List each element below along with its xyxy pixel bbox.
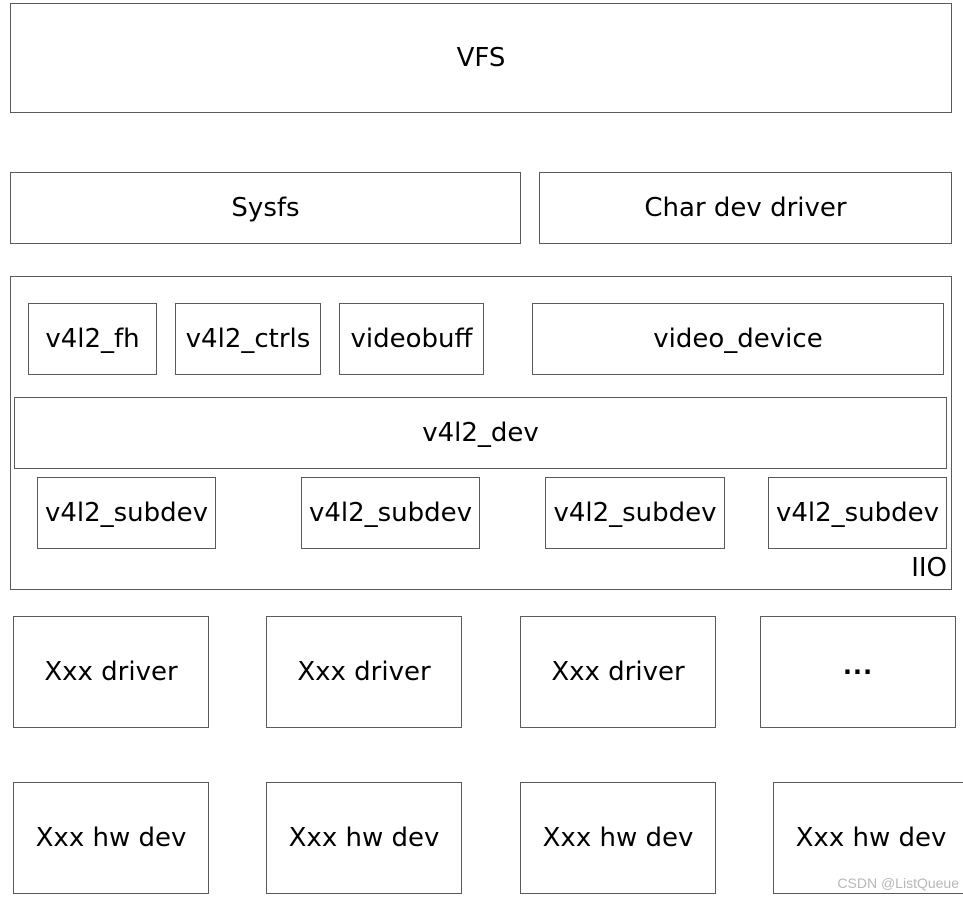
- iio-label: IIO: [911, 553, 947, 583]
- v4l2-ctrls-label: v4l2_ctrls: [185, 324, 311, 354]
- xxx-hw-dev-box: Xxx hw dev: [773, 782, 963, 894]
- xxx-driver-label: Xxx driver: [297, 657, 431, 687]
- videobuff-label: videobuff: [350, 324, 473, 354]
- vfs-label: VFS: [456, 43, 506, 73]
- v4l2-ctrls-box: v4l2_ctrls: [175, 303, 321, 375]
- v4l2-dev-label: v4l2_dev: [422, 418, 539, 448]
- v4l2-subdev-box: v4l2_subdev: [37, 477, 216, 549]
- xxx-hw-dev-box: Xxx hw dev: [266, 782, 462, 894]
- csdn-watermark: CSDN @ListQueue: [837, 875, 959, 891]
- xxx-hw-dev-label: Xxx hw dev: [795, 823, 947, 853]
- video-device-label: video_device: [653, 324, 823, 354]
- char-dev-driver-label: Char dev driver: [644, 193, 847, 223]
- v4l2-subdev-box: v4l2_subdev: [768, 477, 947, 549]
- xxx-driver-box: Xxx driver: [520, 616, 716, 728]
- xxx-hw-dev-label: Xxx hw dev: [35, 823, 187, 853]
- v4l2-subdev-box: v4l2_subdev: [301, 477, 480, 549]
- v4l2-subdev-label: v4l2_subdev: [553, 498, 717, 528]
- v4l2-subdev-label: v4l2_subdev: [308, 498, 473, 528]
- v4l2-dev-box: v4l2_dev: [14, 397, 947, 469]
- xxx-driver-box: Xxx driver: [13, 616, 209, 728]
- xxx-hw-dev-box: Xxx hw dev: [520, 782, 716, 894]
- more-drivers-box: ···: [760, 616, 956, 728]
- v4l2-subdev-box: v4l2_subdev: [545, 477, 725, 549]
- xxx-hw-dev-label: Xxx hw dev: [288, 823, 440, 853]
- ellipsis-label: ···: [842, 658, 874, 686]
- xxx-hw-dev-box: Xxx hw dev: [13, 782, 209, 894]
- xxx-driver-box: Xxx driver: [266, 616, 462, 728]
- sysfs-label: Sysfs: [231, 193, 300, 223]
- xxx-driver-label: Xxx driver: [551, 657, 685, 687]
- xxx-hw-dev-label: Xxx hw dev: [542, 823, 694, 853]
- xxx-driver-label: Xxx driver: [44, 657, 178, 687]
- vfs-box: VFS: [10, 3, 952, 113]
- sysfs-box: Sysfs: [10, 172, 521, 244]
- videobuff-box: videobuff: [339, 303, 484, 375]
- char-dev-driver-box: Char dev driver: [539, 172, 952, 244]
- v4l2-fh-box: v4l2_fh: [28, 303, 157, 375]
- video-device-box: video_device: [532, 303, 944, 375]
- v4l2-subdev-label: v4l2_subdev: [44, 498, 209, 528]
- v4l2-fh-label: v4l2_fh: [45, 324, 140, 354]
- v4l2-subdev-label: v4l2_subdev: [775, 498, 940, 528]
